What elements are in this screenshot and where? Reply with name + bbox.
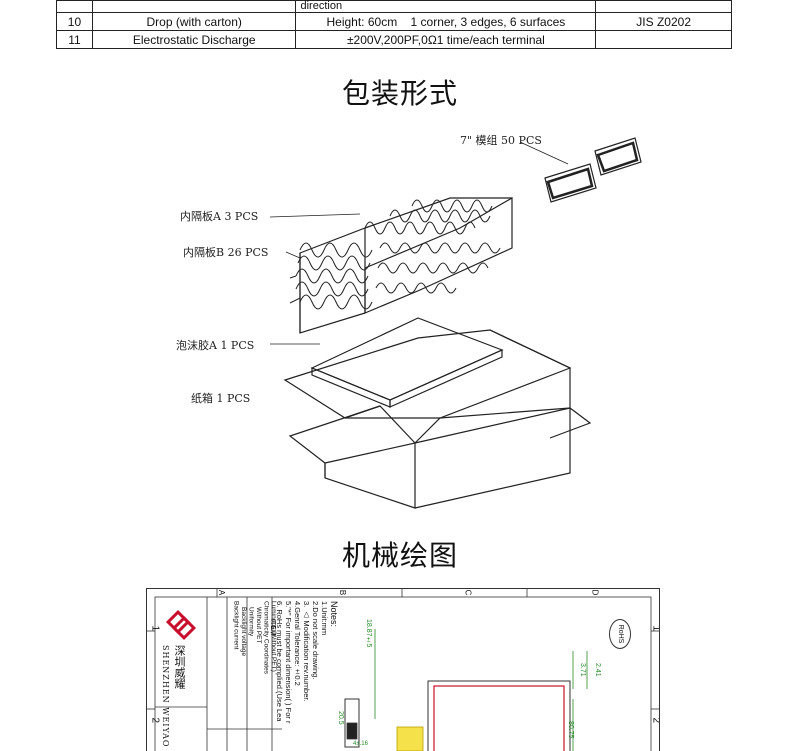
grid-number: 1 bbox=[149, 625, 161, 632]
drawing-frame bbox=[147, 589, 659, 751]
module-panels bbox=[544, 137, 642, 203]
divider-b-label: 内隔板B 26 PCS bbox=[183, 246, 269, 259]
table-row: 11 Electrostatic Discharge ±200V,200PF,0… bbox=[56, 30, 732, 49]
foam-label: 泡沫胶A 1 PCS bbox=[176, 339, 255, 352]
spec-label: Backlight current bbox=[232, 601, 240, 650]
note-item: 2.Do not scale drawing. bbox=[311, 601, 320, 680]
dimension-label: 80.75 bbox=[567, 721, 574, 739]
table-cell: Height: 60cm 1 corner, 3 edges, 6 surfac… bbox=[295, 12, 597, 31]
grid-number: 2 bbox=[651, 718, 660, 736]
grid-number: 1 bbox=[651, 626, 660, 644]
company-name-cn: 深圳威耀 bbox=[173, 645, 186, 689]
note-item: 3. △ Modification rev.number. bbox=[302, 601, 311, 702]
table-cell: JIS Z0202 bbox=[595, 12, 732, 31]
grid-letter: C bbox=[463, 589, 473, 596]
spec-label: Backlight voltage bbox=[240, 607, 247, 657]
foam-sheet bbox=[310, 317, 504, 408]
packaging-title: 包装形式 bbox=[341, 77, 458, 110]
table-cell: 11 bbox=[56, 30, 93, 49]
grid-number: 2 bbox=[149, 717, 161, 724]
spec-table: direction 10 Drop (with carton) Height: … bbox=[56, 0, 732, 49]
table-row: direction bbox=[56, 0, 732, 13]
dimension-label: 2.41 bbox=[594, 663, 601, 677]
table-cell bbox=[595, 30, 732, 49]
packaging-illustration bbox=[269, 137, 642, 509]
note-item: 1.Unit:mm bbox=[320, 601, 329, 636]
spec-label: Chromaticity Coordinates bbox=[262, 601, 270, 674]
dimension-label: 18.87±5 bbox=[365, 619, 372, 648]
mechanical-title: 机械绘图 bbox=[341, 539, 458, 572]
mechanical-drawing: 1 2 1 2 A B C D 深圳威耀 SHENZHEN WEIYAO Lum… bbox=[146, 588, 660, 751]
module-label: 7" 模组 50 PCS bbox=[460, 134, 542, 147]
spec-label: Uniformity bbox=[247, 607, 255, 637]
dimension-label: 3.71 bbox=[579, 663, 586, 677]
spec-label: Without PET bbox=[255, 607, 262, 644]
table-cell: direction bbox=[295, 0, 597, 13]
dimension-label: 20.5 bbox=[337, 711, 344, 725]
table-cell: Electrostatic Discharge bbox=[91, 30, 297, 49]
spec-labels: Luminous (Without PET) Chromaticity Coor… bbox=[207, 601, 278, 746]
note-item: 6. RoHs must be complied.(Use Lea bbox=[275, 601, 284, 722]
divider-fins bbox=[289, 199, 501, 310]
notes-title: Notes: bbox=[329, 601, 339, 628]
dimension-label: 4±.16 bbox=[353, 741, 368, 747]
grid-letter: A bbox=[217, 589, 227, 596]
grid-letter: D bbox=[590, 589, 600, 596]
note-item: 5."*" For important dimension( ) For r bbox=[284, 601, 293, 724]
table-cell: 10 bbox=[56, 12, 93, 31]
spec-item-header: ITEM bbox=[269, 619, 276, 636]
spec-label: Luminous (Without PET) bbox=[270, 601, 277, 672]
drawing-notes: Notes: 1.Unit:mm 2.Do not scale drawing.… bbox=[275, 601, 339, 749]
company-name-en: SHENZHEN WEIYAO bbox=[161, 645, 170, 748]
note-item: 4.Genral Tolerance:±0.2 bbox=[293, 601, 302, 686]
carton-box bbox=[283, 329, 592, 509]
grid-letter: B bbox=[338, 589, 348, 596]
divider-a-label: 内隔板A 3 PCS bbox=[180, 210, 259, 223]
table-cell: ±200V,200PF,0Ω1 time/each terminal bbox=[295, 30, 597, 49]
rohs-badge: RoHS bbox=[609, 619, 631, 649]
carton-label: 纸箱 1 PCS bbox=[191, 392, 251, 405]
table-row: 10 Drop (with carton) Height: 60cm 1 cor… bbox=[56, 12, 732, 31]
leader-lines bbox=[269, 141, 569, 345]
table-cell: Drop (with carton) bbox=[91, 12, 297, 31]
